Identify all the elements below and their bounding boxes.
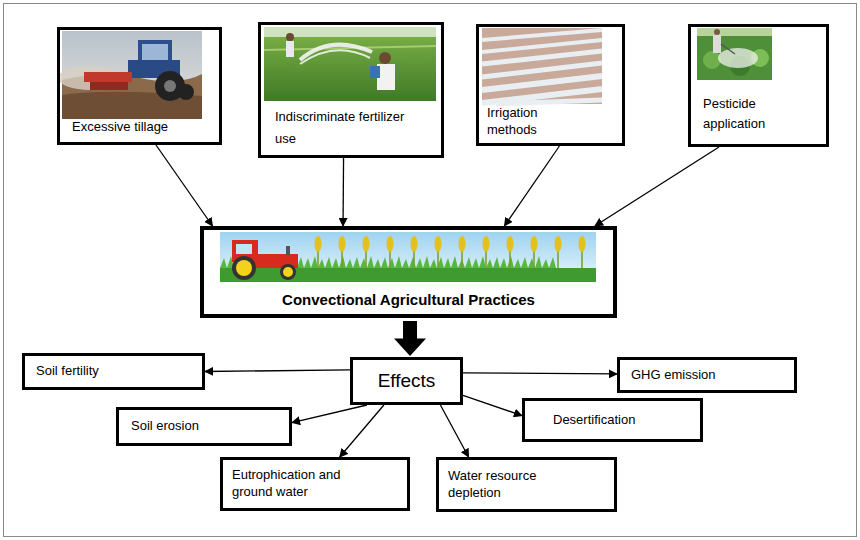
box-label: Water resource depletion [448, 468, 568, 502]
box-label: Eutrophication and ground water [232, 467, 372, 501]
box-label: Desertification [553, 412, 635, 429]
cause-box: Excessive tillage [57, 27, 222, 145]
practices-box: Convectional Agricultural Practices [200, 226, 617, 318]
arrow-line [595, 147, 719, 226]
box-title: Convectional Agricultural Practices [204, 290, 613, 310]
cause-box: Irrigation methods [476, 24, 625, 146]
arrow-line [463, 373, 617, 374]
effects-hub: Effects [350, 357, 463, 405]
arrow-line [463, 395, 522, 415]
box-label: Irrigation methods [487, 105, 587, 139]
box-label: GHG emission [631, 367, 716, 384]
box-label: Excessive tillage [72, 119, 217, 136]
irrigation-photo [482, 28, 602, 104]
pesticide-photo [697, 28, 772, 80]
cause-box: Indiscriminate fertilizer use [258, 22, 444, 158]
arrow-line [292, 405, 367, 423]
arrow-line [504, 146, 559, 226]
arrow-line [342, 158, 344, 226]
arrow-line [340, 405, 384, 457]
effect-box: Eutrophication and ground water [220, 457, 410, 511]
effect-box: Soil fertility [22, 353, 205, 390]
arrow-line [156, 145, 213, 226]
box-label: Soil fertility [36, 363, 99, 380]
arrow-line [205, 370, 350, 372]
box-label: Soil erosion [131, 418, 199, 435]
box-title: Effects [353, 369, 460, 394]
effect-box: Desertification [522, 398, 703, 442]
effect-box: Water resource depletion [436, 457, 617, 512]
frame [4, 4, 857, 537]
fertilizer-photo [264, 27, 436, 101]
farm-band [220, 232, 596, 282]
effect-box: Soil erosion [116, 407, 292, 446]
arrow-line [440, 405, 468, 457]
tillage-photo [58, 31, 202, 119]
box-label: Pesticide application [703, 94, 793, 133]
cause-box: Pesticide application [688, 24, 829, 147]
effect-box: GHG emission [617, 357, 797, 393]
block-arrow [394, 321, 426, 356]
box-label: Indiscriminate fertilizer use [275, 106, 415, 150]
